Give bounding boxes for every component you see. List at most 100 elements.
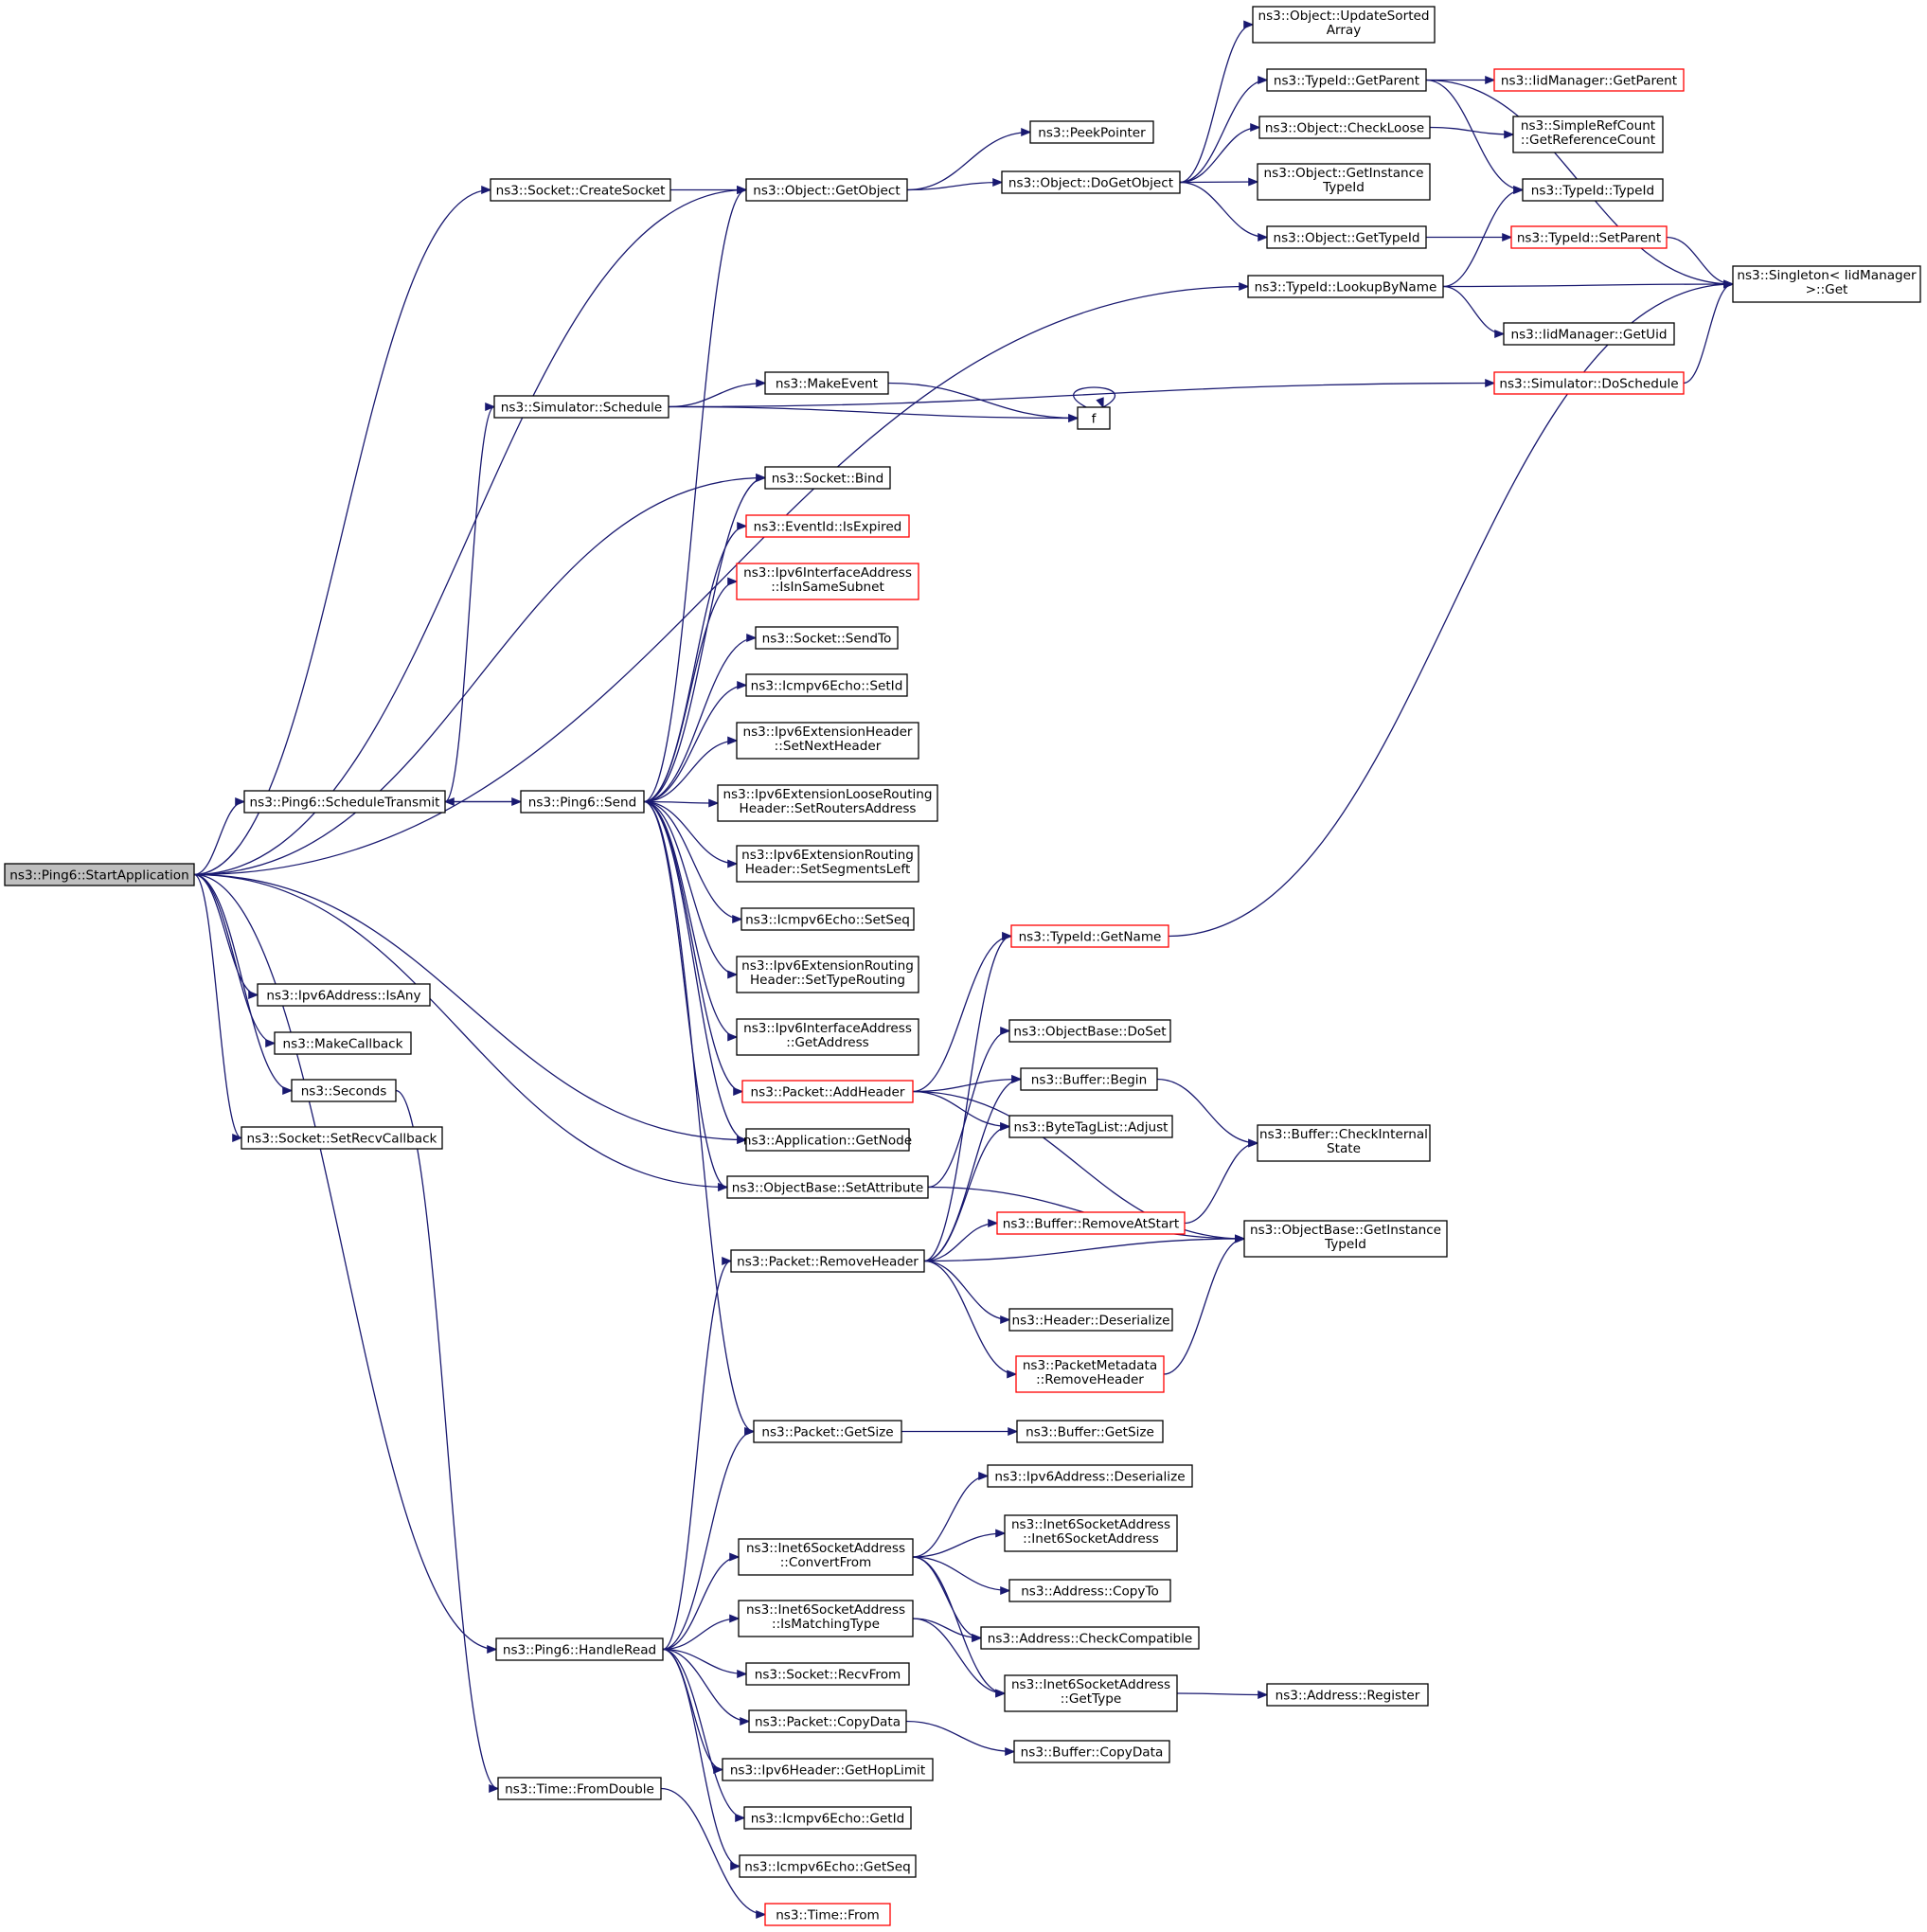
node-setParent[interactable]: ns3::TypeId::SetParent bbox=[1510, 225, 1668, 249]
node-headerDeserialize[interactable]: ns3::Header::Deserialize bbox=[1008, 1308, 1173, 1332]
node-isInSameSubnet[interactable]: ns3::Ipv6InterfaceAddress::IsInSameSubne… bbox=[736, 563, 919, 600]
node-makeEvent[interactable]: ns3::MakeEvent bbox=[764, 371, 889, 395]
node-label: ns3::Ipv6InterfaceAddress bbox=[743, 565, 912, 581]
edge-arrow bbox=[1248, 177, 1259, 187]
node-simpleRef[interactable]: ns3::SimpleRefCount::GetReferenceCount bbox=[1512, 116, 1664, 153]
node-removeAtStart[interactable]: ns3::Buffer::RemoveAtStart bbox=[996, 1211, 1186, 1235]
node-getHopLimit[interactable]: ns3::Ipv6Header::GetHopLimit bbox=[722, 1758, 934, 1781]
edge-arrow bbox=[733, 1087, 744, 1096]
node-ipv6Deserialize[interactable]: ns3::Ipv6Address::Deserialize bbox=[987, 1464, 1193, 1488]
node-label: ns3::SimpleRefCount bbox=[1521, 118, 1655, 134]
node-doSet[interactable]: ns3::ObjectBase::DoSet bbox=[1008, 1019, 1171, 1043]
node-doGetObject[interactable]: ns3::Object::DoGetObject bbox=[1001, 170, 1181, 194]
node-packetGetSize[interactable]: ns3::Packet::GetSize bbox=[753, 1420, 902, 1443]
node-icmpGetSeq[interactable]: ns3::Icmpv6Echo::GetSeq bbox=[739, 1854, 917, 1878]
node-removeHeader[interactable]: ns3::Packet::RemoveHeader bbox=[730, 1249, 925, 1273]
node-box bbox=[1008, 1308, 1173, 1332]
node-label: ns3::Inet6SocketAddress bbox=[1011, 1677, 1170, 1692]
node-lookupByName[interactable]: ns3::TypeId::LookupByName bbox=[1247, 275, 1444, 298]
node-fromDouble[interactable]: ns3::Time::FromDouble bbox=[497, 1777, 662, 1800]
edge-path bbox=[912, 1532, 1006, 1558]
node-f[interactable]: f bbox=[1077, 406, 1111, 430]
edge-arrow bbox=[718, 1183, 729, 1191]
node-setAttribute[interactable]: ns3::ObjectBase::SetAttribute bbox=[726, 1175, 929, 1199]
node-iidGetUid[interactable]: ns3::IidManager::GetUid bbox=[1503, 322, 1675, 346]
node-timeFrom[interactable]: ns3::Time::From bbox=[764, 1903, 891, 1926]
node-pmRemoveHeader[interactable]: ns3::PacketMetadata::RemoveHeader bbox=[1015, 1355, 1165, 1393]
node-setNextHeader[interactable]: ns3::Ipv6ExtensionHeader::SetNextHeader bbox=[736, 722, 919, 760]
node-appGetNode[interactable]: ns3::Application::GetNode bbox=[743, 1128, 912, 1152]
node-label: ns3::Time::FromDouble bbox=[505, 1782, 654, 1798]
node-label: ns3::Ipv6ExtensionRouting bbox=[741, 958, 914, 974]
node-bufferBegin[interactable]: ns3::Buffer::Begin bbox=[1020, 1067, 1158, 1091]
node-label: ::IsInSameSubnet bbox=[771, 580, 884, 595]
node-tidGetName[interactable]: ns3::TypeId::GetName bbox=[1010, 924, 1169, 948]
node-isExpired[interactable]: ns3::EventId::IsExpired bbox=[745, 514, 910, 538]
node-convertFrom[interactable]: ns3::Inet6SocketAddress::ConvertFrom bbox=[738, 1538, 914, 1576]
node-ping6Send[interactable]: ns3::Ping6::Send bbox=[520, 790, 645, 814]
node-isAny[interactable]: ns3::Ipv6Address::IsAny bbox=[257, 983, 431, 1007]
node-start[interactable]: ns3::Ping6::StartApplication bbox=[4, 863, 195, 886]
edge-path bbox=[1156, 1078, 1258, 1144]
node-bufferCopyData[interactable]: ns3::Buffer::CopyData bbox=[1013, 1740, 1170, 1763]
node-getObject[interactable]: ns3::Object::GetObject bbox=[745, 178, 908, 202]
node-setRoutersAddress[interactable]: ns3::Ipv6ExtensionLooseRoutingHeader::Se… bbox=[717, 784, 938, 822]
node-checkCompatible[interactable]: ns3::Address::CheckCompatible bbox=[980, 1626, 1200, 1650]
node-socketBind[interactable]: ns3::Socket::Bind bbox=[764, 466, 891, 490]
node-label: ns3::Object::GetInstance bbox=[1264, 166, 1424, 181]
node-recvFrom[interactable]: ns3::Socket::RecvFrom bbox=[745, 1662, 910, 1686]
node-icmpSetId[interactable]: ns3::Icmpv6Echo::SetId bbox=[745, 673, 908, 697]
node-typeIdCtor[interactable]: ns3::TypeId::TypeId bbox=[1522, 178, 1664, 202]
node-singletonGet[interactable]: ns3::Singleton< IidManager >::Get bbox=[1732, 265, 1921, 303]
node-label: ns3::Socket::Bind bbox=[772, 472, 884, 487]
node-setRecvCallback[interactable]: ns3::Socket::SetRecvCallback bbox=[241, 1126, 443, 1150]
node-copyData[interactable]: ns3::Packet::CopyData bbox=[748, 1709, 907, 1733]
node-isMatchingType[interactable]: ns3::Inet6SocketAddress::IsMatchingType bbox=[738, 1600, 914, 1637]
node-label: ns3::TypeId::GetParent bbox=[1274, 74, 1419, 89]
node-objGetTypeId[interactable]: ns3::Object::GetTypeId bbox=[1266, 225, 1427, 249]
node-addrRegister[interactable]: ns3::Address::Register bbox=[1266, 1683, 1429, 1707]
node-iidGetParent[interactable]: ns3::IidManager::GetParent bbox=[1493, 68, 1685, 92]
node-byteTagAdjust[interactable]: ns3::ByteTagList::Adjust bbox=[1008, 1115, 1173, 1138]
edge-path bbox=[912, 1556, 982, 1639]
node-setTypeRouting[interactable]: ns3::Ipv6ExtensionRoutingHeader::SetType… bbox=[736, 956, 919, 993]
node-label: ns3::Address::Register bbox=[1276, 1689, 1420, 1704]
node-inet6Ctor[interactable]: ns3::Inet6SocketAddress::Inet6SocketAddr… bbox=[1004, 1514, 1178, 1552]
node-addrCopyTo[interactable]: ns3::Address::CopyTo bbox=[1008, 1579, 1171, 1602]
node-peekPointer[interactable]: ns3::PeekPointer bbox=[1029, 120, 1154, 144]
node-ifaceGetAddress[interactable]: ns3::Ipv6InterfaceAddress::GetAddress bbox=[736, 1018, 919, 1056]
node-label: ns3::Socket::SendTo bbox=[762, 632, 892, 647]
edge-arrow bbox=[1000, 1586, 1011, 1595]
node-box bbox=[764, 466, 891, 490]
edge-handleRead-getHopLimit bbox=[662, 1648, 724, 1774]
node-label: ::GetType bbox=[1061, 1691, 1122, 1707]
edge-path bbox=[193, 873, 497, 1651]
node-simSchedule[interactable]: ns3::Simulator::Schedule bbox=[493, 395, 669, 419]
node-label: ns3::PeekPointer bbox=[1038, 126, 1146, 141]
node-sendTo[interactable]: ns3::Socket::SendTo bbox=[755, 626, 899, 650]
node-label: ns3::Time::From bbox=[776, 1908, 880, 1923]
node-checkLoose[interactable]: ns3::Object::CheckLoose bbox=[1258, 116, 1431, 139]
node-addHeader[interactable]: ns3::Packet::AddHeader bbox=[741, 1080, 914, 1103]
node-box bbox=[257, 983, 431, 1007]
node-createSocket[interactable]: ns3::Socket::CreateSocket bbox=[490, 178, 671, 202]
edge-path bbox=[923, 935, 1012, 1262]
node-icmpGetId[interactable]: ns3::Icmpv6Echo::GetId bbox=[743, 1806, 912, 1830]
node-label: ns3::Socket::CreateSocket bbox=[496, 184, 666, 199]
node-box bbox=[490, 178, 671, 202]
node-setSegmentsLeft[interactable]: ns3::Ipv6ExtensionRoutingHeader::SetSegm… bbox=[736, 845, 919, 883]
edge-start-appGetNode bbox=[193, 873, 748, 1144]
node-handleRead[interactable]: ns3::Ping6::HandleRead bbox=[495, 1637, 664, 1661]
node-inet6GetType[interactable]: ns3::Inet6SocketAddress::GetType bbox=[1004, 1674, 1178, 1712]
node-makeCallback[interactable]: ns3::MakeCallback bbox=[274, 1031, 412, 1055]
node-icmpSetSeq[interactable]: ns3::Icmpv6Echo::SetSeq bbox=[740, 907, 915, 931]
node-scheduleTransmit[interactable]: ns3::Ping6::ScheduleTransmit bbox=[243, 790, 446, 814]
node-doSchedule[interactable]: ns3::Simulator::DoSchedule bbox=[1493, 371, 1685, 395]
node-tidGetParent[interactable]: ns3::TypeId::GetParent bbox=[1266, 68, 1427, 92]
node-seconds[interactable]: ns3::Seconds bbox=[291, 1079, 397, 1102]
node-bufferGetSize[interactable]: ns3::Buffer::GetSize bbox=[1016, 1420, 1164, 1443]
